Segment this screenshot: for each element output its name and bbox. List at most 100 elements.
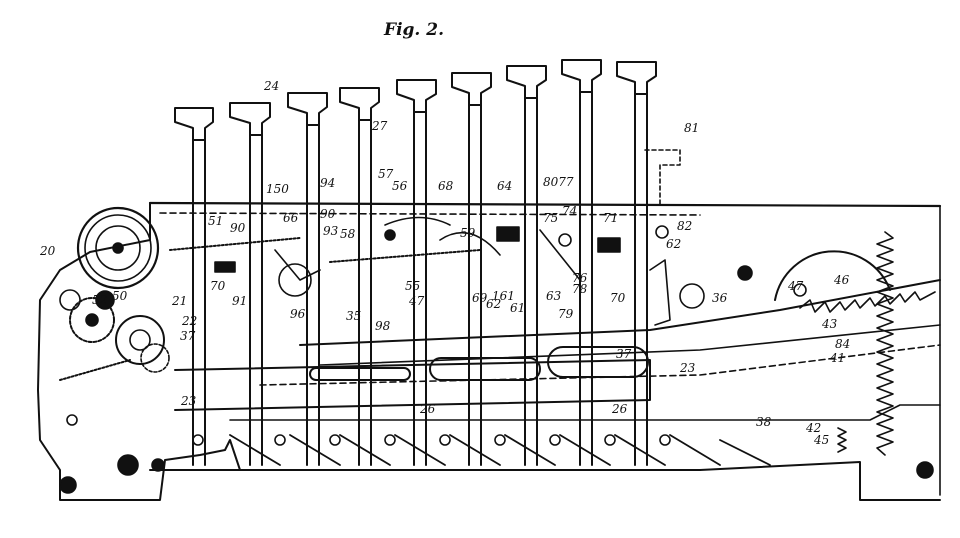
reference-label-61: 61 (510, 301, 525, 315)
reference-label-51: 51 (208, 214, 223, 228)
bar-43 (319, 324, 941, 366)
link-66 (274, 249, 321, 281)
hole-lower-mid (151, 458, 165, 472)
reference-label-75: 75 (543, 211, 558, 225)
reference-label-37: 37 (180, 329, 196, 343)
spring-diagonal-right (799, 291, 936, 313)
reference-label-82: 82 (677, 219, 692, 233)
rack-lower-left (59, 359, 131, 381)
reference-label-41: 41 (829, 351, 845, 365)
link-56 (384, 216, 451, 226)
reference-label-69: 69 (472, 291, 488, 305)
reference-label-90: 90 (320, 207, 336, 221)
hole-left-mid (66, 414, 78, 426)
figure-title: Fig. 2. (384, 20, 444, 40)
reference-label-62: 62 (666, 237, 681, 251)
reference-label-46: 46 (833, 273, 850, 287)
key-head-5 (396, 79, 437, 113)
reference-label-37: 37 (616, 347, 632, 361)
hole-upper-right (679, 283, 705, 309)
key-head-1 (174, 107, 214, 141)
bar-36 (299, 279, 941, 346)
hole-bottom-right (916, 461, 934, 479)
reference-label-47: 47 (408, 294, 425, 308)
block-71 (597, 237, 621, 253)
key-head-8 (561, 59, 602, 93)
key-head-3 (287, 92, 328, 126)
reference-label-57: 57 (378, 167, 394, 181)
reference-label-45: 45 (813, 433, 829, 447)
reference-label-64: 64 (497, 179, 512, 193)
spring-vertical-right (876, 231, 894, 456)
reference-label-70: 70 (610, 291, 626, 305)
pivot-23 (192, 434, 204, 446)
reference-label-8077: 8077 (543, 175, 574, 189)
key-head-9 (616, 61, 657, 95)
lever-59 (439, 231, 501, 256)
hole-left-small (59, 476, 77, 494)
reference-label-91: 91 (232, 294, 247, 308)
reference-label-98: 98 (375, 319, 391, 333)
reference-label-20: 20 (39, 244, 56, 258)
reference-label-78: 78 (572, 282, 588, 296)
frame-lower-rail (229, 404, 941, 421)
key-head-7 (506, 65, 547, 99)
reference-label-161: 161 (492, 289, 515, 303)
reference-label-27: 27 (371, 119, 388, 133)
reference-label-68: 68 (438, 179, 454, 193)
reference-label-71: 71 (603, 211, 618, 225)
reference-label-35: 35 (346, 309, 361, 323)
reference-label-93: 93 (323, 224, 339, 238)
reference-label-38: 38 (756, 415, 772, 429)
wheel-46-hub (793, 283, 807, 297)
reference-label-36: 36 (712, 291, 728, 305)
reference-label-42: 42 (805, 421, 821, 435)
reference-label-150: 150 (266, 182, 289, 196)
pivot-75 (558, 233, 572, 247)
slot-plate-23 (174, 346, 651, 411)
reference-label-94: 94 (320, 176, 335, 190)
rack-upper (169, 237, 301, 251)
reference-label-52: 52 (92, 293, 107, 307)
reference-label-24: 24 (263, 79, 279, 93)
lever-75 (539, 229, 581, 281)
key-head-4 (339, 87, 380, 121)
type-bar-pivots (274, 434, 671, 446)
reference-label-79: 79 (558, 307, 574, 321)
frame-left-outline (37, 202, 941, 501)
reference-label-55: 55 (405, 279, 420, 293)
reference-label-22: 22 (181, 314, 197, 328)
rack-mid (329, 249, 481, 263)
reference-label-59: 59 (460, 226, 476, 240)
spring-small (837, 427, 847, 453)
wheel-20 (76, 206, 160, 290)
reference-label-47: 47 (787, 279, 804, 293)
bar-41 (259, 344, 941, 386)
pivot-right (737, 265, 753, 281)
key-head-6 (451, 72, 492, 106)
block-left (214, 261, 236, 273)
pivot-56 (384, 229, 396, 241)
reference-label-90: 90 (230, 221, 246, 235)
reference-label-26: 26 (419, 402, 436, 416)
hole-bottom-left (117, 454, 139, 476)
reference-label-23: 23 (180, 394, 197, 408)
reference-label-63: 63 (546, 289, 562, 303)
reference-label-74: 74 (562, 204, 577, 218)
reference-label-50: 50 (112, 289, 128, 303)
reference-label-66: 66 (283, 211, 299, 225)
block-64 (496, 226, 520, 242)
lever-70 (649, 259, 671, 326)
reference-label-70: 70 (210, 279, 226, 293)
reference-label-23: 23 (679, 361, 696, 375)
reference-label-81: 81 (684, 121, 699, 135)
reference-label-84: 84 (835, 337, 850, 351)
reference-label-43: 43 (821, 317, 838, 331)
gear-train-left (59, 289, 170, 373)
reference-label-96: 96 (290, 307, 306, 321)
frame-top-inner (159, 212, 701, 216)
wheel-46 (774, 250, 891, 301)
type-bar-linkages (229, 434, 771, 466)
